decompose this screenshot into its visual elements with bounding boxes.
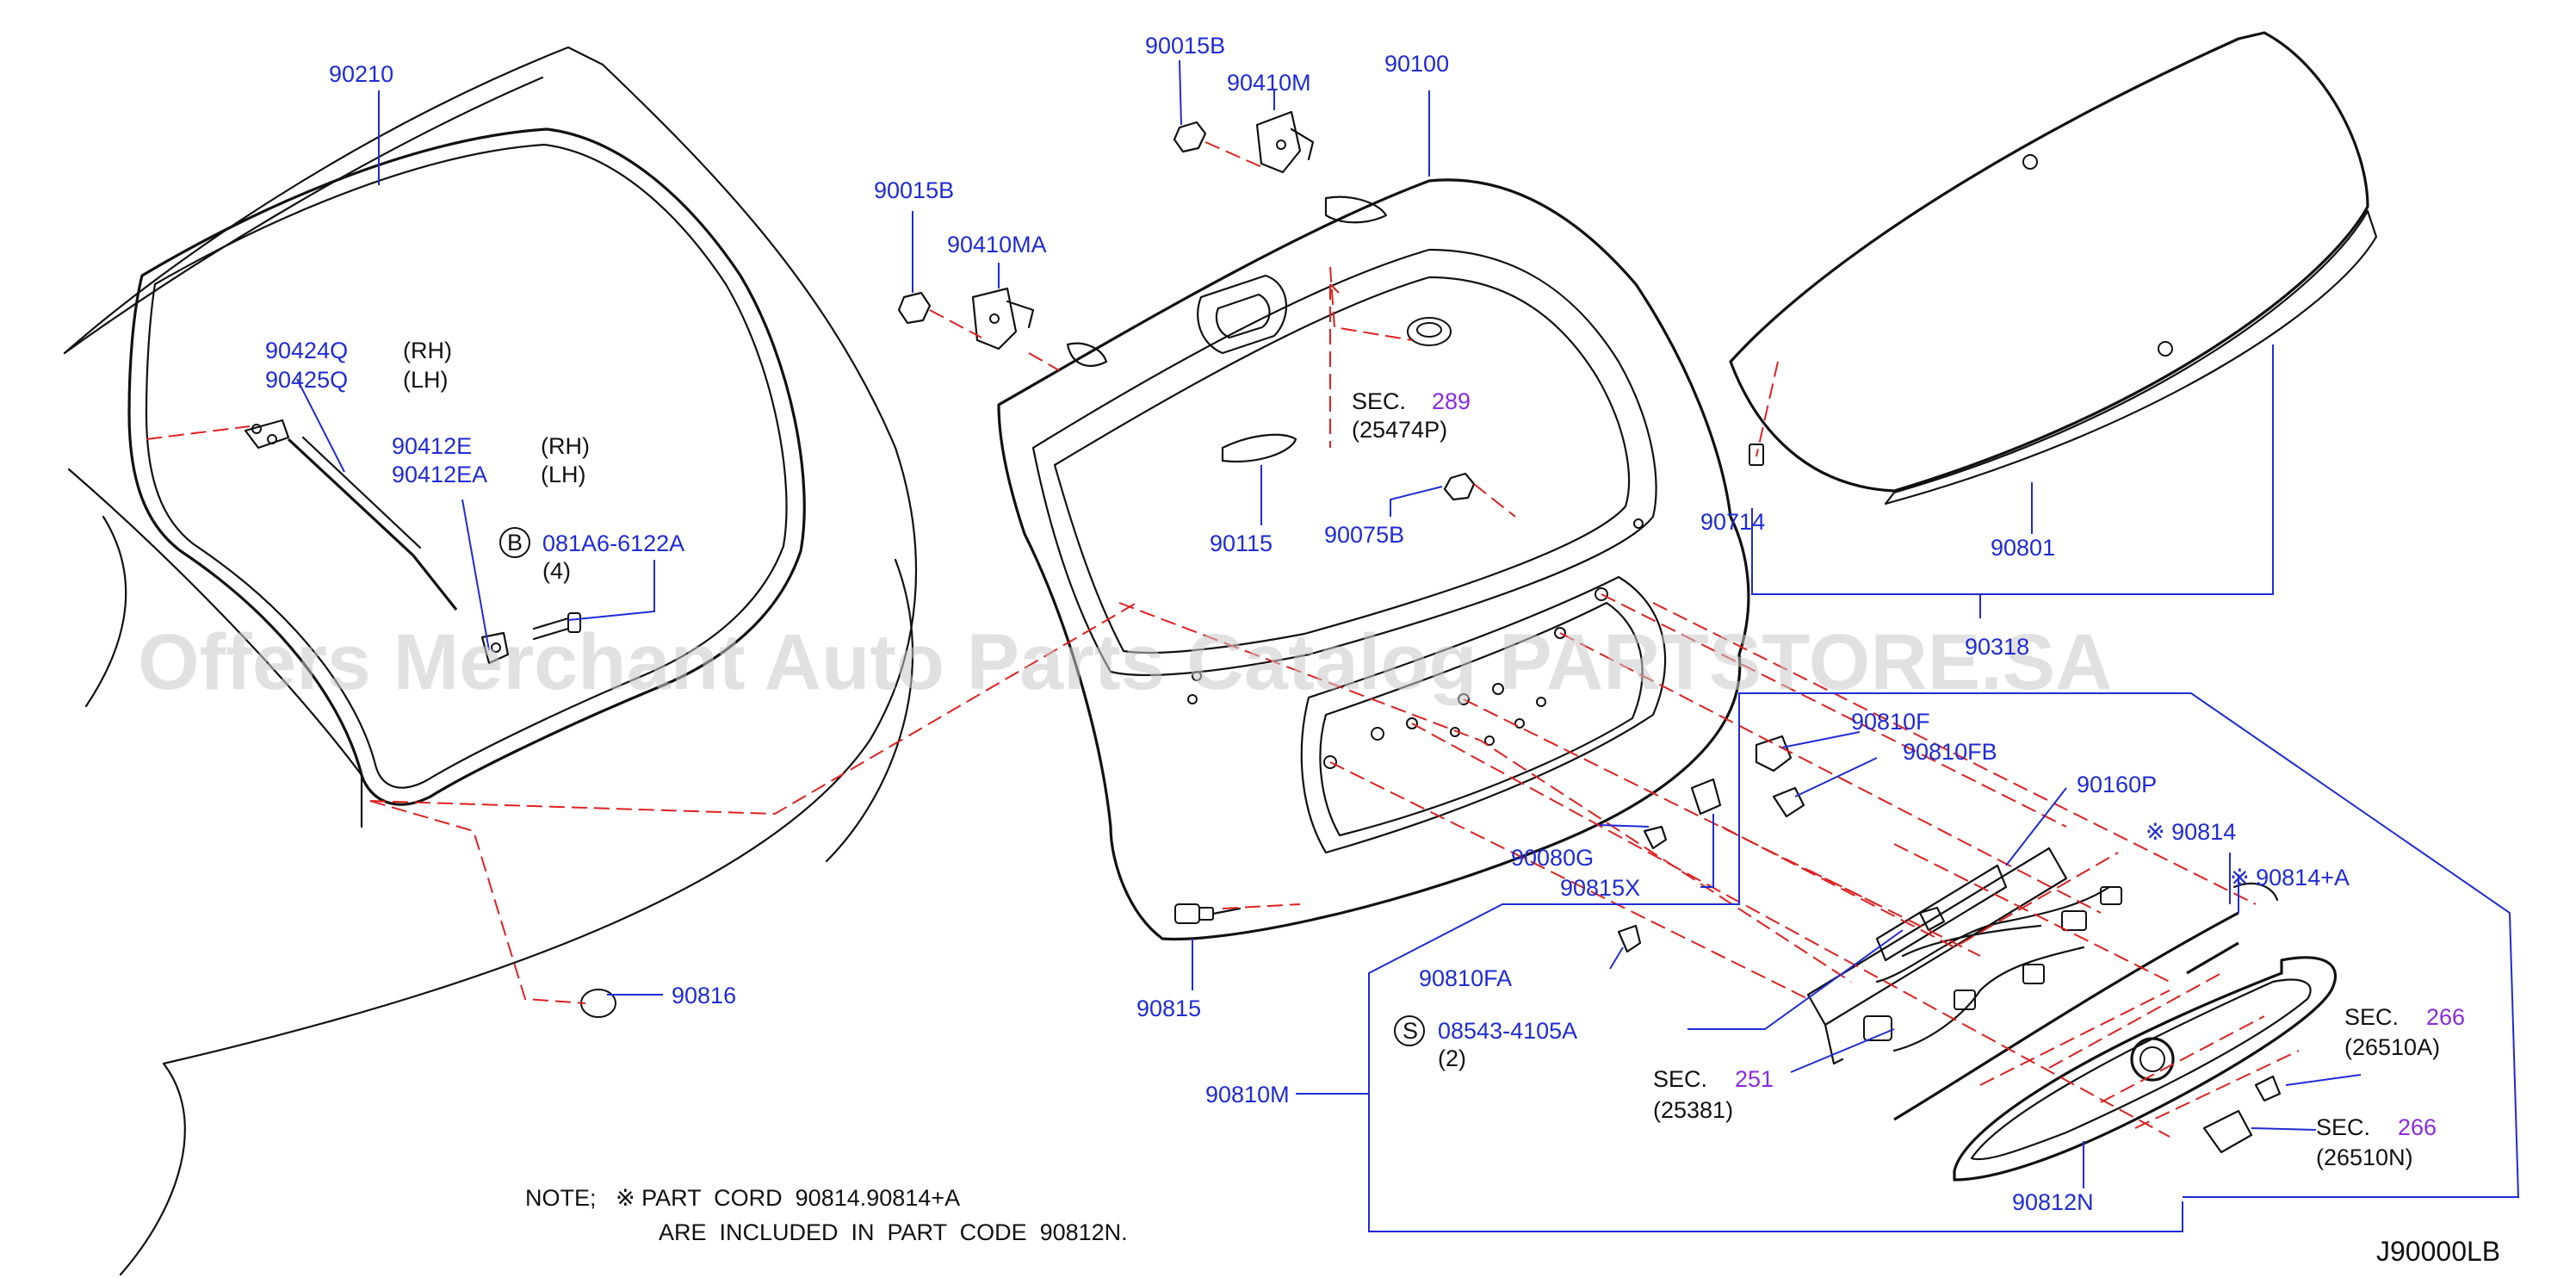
- label-081A6-6122A[interactable]: 081A6-6122A: [542, 530, 684, 556]
- label-90814A[interactable]: ※ 90814+A: [2230, 865, 2350, 890]
- panel-holes-drawing: [1187, 518, 1644, 769]
- label-90015B-top[interactable]: 90015B: [1145, 33, 1225, 59]
- label-90424Q-side: (RH): [403, 338, 452, 363]
- label-90412EA[interactable]: 90412EA: [392, 462, 487, 487]
- label-sec266b-code: (26510N): [2316, 1145, 2413, 1170]
- leader-lines: [296, 59, 2520, 1232]
- label-90815X[interactable]: 90815X: [1560, 875, 1640, 901]
- label-90080G[interactable]: 90080G: [1511, 845, 1594, 871]
- assembly-dash-lines: [146, 141, 2300, 1138]
- label-sec266a-num[interactable]: 266: [2426, 1004, 2465, 1030]
- label-b-circle: B: [507, 530, 523, 555]
- note-line-2: ARE INCLUDED IN PART CODE 90812N.: [659, 1219, 1128, 1245]
- grommet-90816-drawing: [580, 989, 616, 1018]
- label-90410MA[interactable]: 90410MA: [947, 232, 1047, 257]
- gas-strut-drawing: [244, 419, 510, 665]
- label-90410M[interactable]: 90410M: [1227, 70, 1311, 96]
- cap-sec289-drawing: [1407, 317, 1452, 346]
- handle-bracket-90160P-drawing: [1806, 847, 2068, 1065]
- label-08543-qty: (2): [1438, 1045, 1466, 1071]
- label-90160P[interactable]: 90160P: [2077, 772, 2157, 797]
- label-90424Q[interactable]: 90424Q: [265, 338, 348, 363]
- label-90810M[interactable]: 90810M: [1205, 1082, 1290, 1107]
- bumper-90815-drawing: [1174, 903, 1242, 924]
- label-90100[interactable]: 90100: [1384, 51, 1449, 77]
- label-sec266a-code: (26510A): [2344, 1034, 2440, 1060]
- label-90810FA[interactable]: 90810FA: [1419, 965, 1512, 991]
- label-90318[interactable]: 90318: [1965, 634, 2029, 660]
- label-90812N[interactable]: 90812N: [2012, 1189, 2094, 1215]
- label-sec266b-num[interactable]: 266: [2398, 1114, 2437, 1140]
- s-circle-icon: [1394, 1015, 1425, 1046]
- clips-drawing: [1617, 735, 1946, 953]
- label-90714[interactable]: 90714: [1700, 509, 1765, 535]
- lamp-sockets-drawing: [2202, 1075, 2282, 1154]
- label-90814[interactable]: ※ 90814: [2146, 819, 2236, 845]
- label-sec289-num[interactable]: 289: [1432, 388, 1471, 414]
- label-90015B-left[interactable]: 90015B: [874, 177, 954, 203]
- labels: 90210 90424Q (RH) 90425Q (LH) 90412E (RH…: [265, 33, 2500, 1267]
- label-sec289-code: (25474P): [1352, 417, 1447, 443]
- body-opening-drawing: [63, 46, 918, 1276]
- label-90425Q-side: (LH): [403, 367, 449, 393]
- harness-wiring-drawing: [1863, 885, 2122, 1052]
- label-90075B[interactable]: 90075B: [1324, 522, 1404, 548]
- label-90115[interactable]: 90115: [1210, 530, 1273, 556]
- label-081A6-qty: (4): [542, 558, 571, 584]
- label-s-circle: S: [1403, 1018, 1418, 1044]
- label-sec266a-prefix: SEC.: [2344, 1004, 2399, 1030]
- label-sec289-prefix: SEC.: [1352, 388, 1406, 414]
- label-sec251-num[interactable]: 251: [1735, 1066, 1774, 1092]
- hinges-drawing: [971, 110, 1315, 351]
- label-sec266b-prefix: SEC.: [2316, 1114, 2370, 1140]
- bolt-081A6-drawing: [532, 612, 581, 641]
- nuts-drawing: [897, 121, 1476, 501]
- label-90810FB[interactable]: 90810FB: [1903, 739, 1997, 765]
- back-glass-drawing: [1729, 31, 2378, 506]
- license-finisher-drawing: [1953, 956, 2338, 1182]
- label-90810F[interactable]: 90810F: [1851, 709, 1930, 735]
- weatherstrip-seal-drawing: [127, 127, 806, 806]
- label-08543-4105A[interactable]: 08543-4105A: [1438, 1018, 1577, 1044]
- note-line-1: NOTE; ※ PART CORD 90814.90814+A: [525, 1185, 960, 1211]
- label-90801[interactable]: 90801: [1991, 535, 2055, 561]
- diagram-code: J90000LB: [2376, 1236, 2500, 1267]
- label-sec251-code: (25381): [1653, 1097, 1733, 1123]
- label-90210[interactable]: 90210: [329, 61, 393, 87]
- label-sec251-prefix: SEC.: [1653, 1066, 1707, 1092]
- label-90815[interactable]: 90815: [1136, 996, 1201, 1021]
- label-90412E[interactable]: 90412E: [392, 433, 472, 459]
- cords-90814-drawing: [1893, 883, 2279, 1121]
- label-90425Q[interactable]: 90425Q: [265, 367, 348, 393]
- watermark: Offers Merchant Auto Parts Catalog PARTS…: [138, 618, 2113, 706]
- label-90412E-side: (RH): [541, 433, 590, 459]
- label-90412EA-side: (LH): [541, 462, 586, 487]
- b-circle-icon: [499, 527, 530, 558]
- label-90816[interactable]: 90816: [672, 983, 736, 1008]
- back-door-panel-drawing: [997, 178, 1750, 941]
